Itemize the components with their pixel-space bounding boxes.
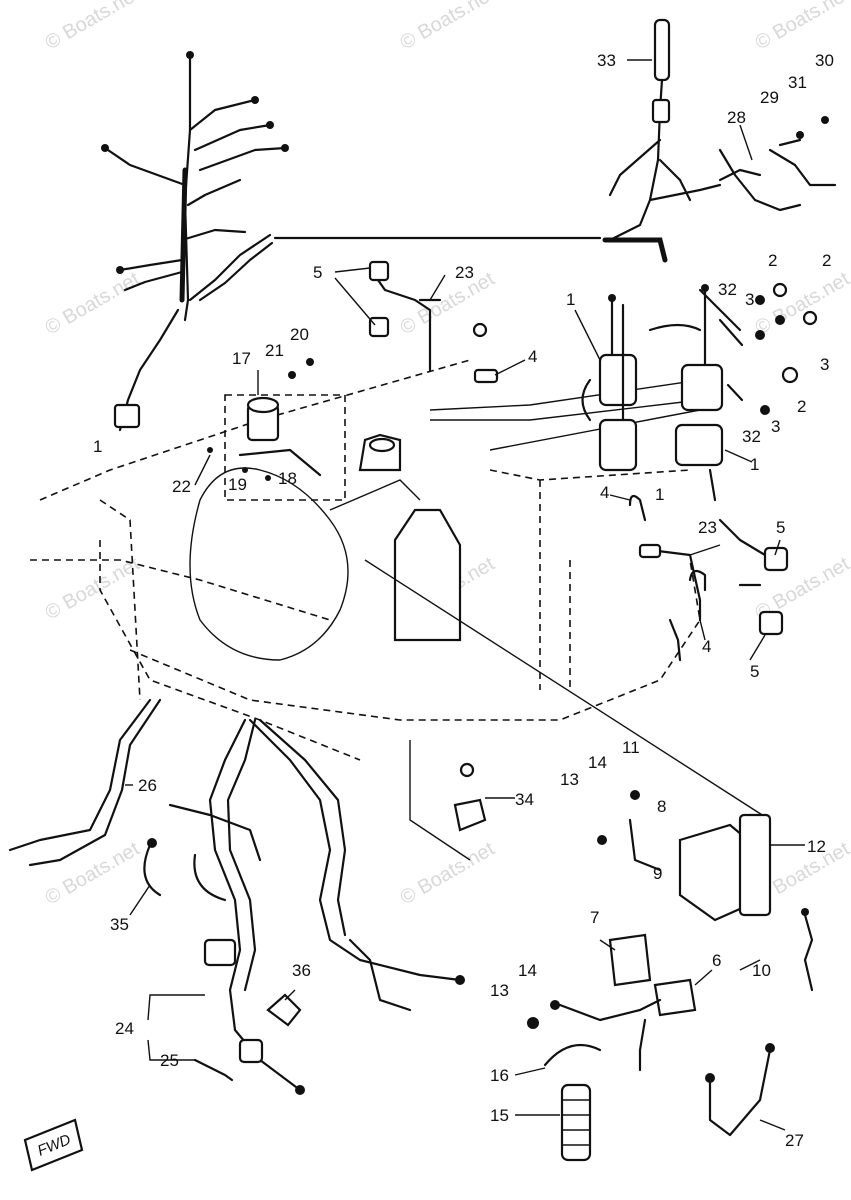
callout-14-bottom: 14 — [518, 961, 537, 980]
callout-23-mid: 23 — [698, 518, 717, 537]
watermark-3: © Boats.net — [752, 0, 851, 54]
callout-1-center: 1 — [655, 485, 664, 504]
forward-direction-arrow: FWD — [23, 1118, 84, 1172]
plug-caps-and-leads — [368, 260, 789, 662]
callout-27: 27 — [785, 1131, 804, 1150]
callout-7: 7 — [590, 908, 599, 927]
callout-10: 10 — [752, 961, 771, 980]
watermark-7: © Boats.net — [42, 553, 144, 625]
callout-33: 33 — [597, 51, 616, 70]
callout-16: 16 — [490, 1066, 509, 1085]
callout-32-top: 32 — [718, 280, 737, 299]
bolts-washers-right — [698, 282, 818, 415]
callout-2-right: 2 — [797, 397, 806, 416]
callout-28: 28 — [727, 108, 746, 127]
callout-8: 8 — [657, 797, 666, 816]
watermark-11: © Boats.net — [397, 838, 499, 910]
callout-35: 35 — [110, 915, 129, 934]
callout-19: 19 — [228, 475, 247, 494]
callout-21: 21 — [265, 341, 284, 360]
callout-5-top: 5 — [313, 263, 322, 282]
callout-1-left: 1 — [566, 290, 575, 309]
callout-14-top: 14 — [588, 753, 607, 772]
callout-5-right-bottom: 5 — [750, 662, 759, 681]
callout-13-top: 13 — [560, 770, 579, 789]
callout-20: 20 — [290, 325, 309, 344]
callout-26: 26 — [138, 776, 157, 795]
callout-12: 12 — [807, 837, 826, 856]
leader-line-main — [364, 559, 771, 821]
watermark-2: © Boats.net — [397, 0, 499, 54]
callout-24: 24 — [115, 1019, 134, 1038]
small-parts-lower-left — [143, 762, 487, 1027]
callout-2-upper-a: 2 — [768, 251, 777, 270]
callout-1-left-lower: 1 — [93, 437, 102, 456]
callout-3-right: 3 — [820, 355, 829, 374]
callout-22: 22 — [172, 477, 191, 496]
stator-assembly — [358, 433, 462, 642]
watermark-6: © Boats.net — [752, 268, 851, 340]
callout-11: 11 — [622, 738, 640, 757]
callout-23-top: 23 — [455, 263, 474, 282]
callout-1-right: 1 — [750, 455, 759, 474]
callout-36: 36 — [292, 961, 311, 980]
watermarks: © Boats.net © Boats.net © Boats.net © Bo… — [42, 0, 851, 909]
callout-17: 17 — [232, 349, 251, 368]
watermark-1: © Boats.net — [42, 0, 144, 54]
callout-labels: 33 30 31 29 28 5 23 2 2 32 3 1 20 21 4 3… — [93, 51, 834, 1150]
callout-15: 15 — [490, 1106, 509, 1125]
rectifier-group — [207, 358, 322, 481]
callout-5-right-top: 5 — [776, 518, 785, 537]
callout-18: 18 — [278, 469, 297, 488]
regulator-group — [527, 790, 814, 1072]
callout-3-top: 3 — [745, 290, 754, 309]
main-wire-harness — [101, 51, 602, 432]
lower-harnesses — [8, 698, 465, 1095]
callout-2-upper-b: 2 — [822, 251, 831, 270]
callout-30: 30 — [815, 51, 834, 70]
leader-lines — [125, 59, 805, 1131]
callout-9: 9 — [653, 864, 662, 883]
bottom-parts — [543, 1043, 775, 1162]
callout-34: 34 — [515, 790, 534, 809]
upper-sub-harness — [602, 18, 837, 263]
callout-3-mid: 3 — [771, 417, 780, 436]
leader-line-34 — [409, 740, 471, 861]
callout-25: 25 — [160, 1051, 179, 1070]
watermark-4: © Boats.net — [42, 268, 144, 340]
watermark-10: © Boats.net — [42, 838, 144, 910]
callout-6: 6 — [712, 951, 721, 970]
callout-4-mid: 4 — [600, 483, 609, 502]
ignition-coils — [581, 284, 724, 502]
callout-4-lower: 4 — [702, 637, 711, 656]
callout-31: 31 — [788, 73, 807, 92]
callout-4-top: 4 — [528, 347, 537, 366]
callout-13-bottom: 13 — [490, 981, 509, 1000]
callout-29: 29 — [760, 88, 779, 107]
callout-32-mid: 32 — [742, 427, 761, 446]
